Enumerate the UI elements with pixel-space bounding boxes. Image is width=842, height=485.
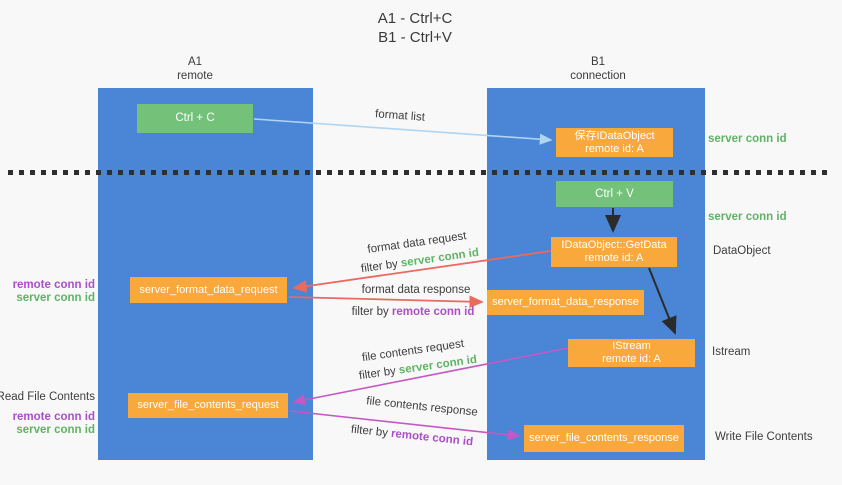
filter-by-remote-conn-id-label-2: filter by remote conn id [350, 424, 473, 449]
server-conn-id-annotation-top: server conn id [708, 133, 787, 145]
right-column-title: B1 [590, 56, 606, 68]
left-column-title: A1 [187, 56, 203, 68]
filter-by-text: filter by [358, 364, 400, 383]
server-file-contents-request-label: server_file_contents_request [137, 399, 279, 411]
ctrl-v-label: Ctrl + V [595, 187, 634, 200]
ctrl-c-label: Ctrl + C [175, 112, 215, 124]
istream-line1: IStream [612, 340, 651, 352]
filter-by-text: filter by [351, 306, 392, 318]
format-data-response-label: format data response [361, 284, 471, 296]
server-file-contents-response-label: server_file_contents_response [529, 432, 679, 444]
diagram-title: A1 - Ctrl+C B1 - Ctrl+V [315, 9, 515, 47]
format-data-response-arrow [288, 295, 484, 308]
ctrl-c-box: Ctrl + C [137, 104, 253, 133]
title-line-2: B1 - Ctrl+V [378, 29, 452, 46]
server-format-data-request-box: server_format_data_request [130, 277, 287, 303]
read-file-contents-annotation: Read File Contents [0, 391, 95, 403]
left-column-header: A1 remote [130, 55, 260, 83]
server-format-data-response-label: server_format_data_response [492, 296, 639, 308]
write-file-contents-annotation: Write File Contents [715, 431, 813, 443]
server-conn-id-annotation-left1: server conn id [16, 292, 95, 304]
right-column-subtitle: connection [570, 70, 626, 82]
server-format-data-response-box: server_format_data_response [487, 290, 644, 315]
remote-conn-id-text: remote conn id [391, 306, 475, 318]
server-conn-id-annotation-left2: server conn id [16, 424, 95, 436]
filter-by-remote-conn-id-label-1: filter by remote conn id [352, 306, 475, 318]
session-separator-line [8, 170, 829, 175]
istream-line2: remote id: A [602, 353, 661, 365]
istream-box: IStream remote id: A [568, 339, 695, 367]
save-idataobject-line1: 保存IDataObject [574, 129, 655, 142]
filter-by-text: filter by [360, 257, 402, 276]
remote-conn-id-annotation-left2: remote conn id [12, 411, 95, 423]
dataobject-annotation: DataObject [713, 245, 771, 257]
idataobject-getdata-line2: remote id: A [584, 252, 644, 264]
title-line-1: A1 - Ctrl+C [377, 10, 453, 27]
server-file-contents-request-box: server_file_contents_request [128, 393, 288, 418]
remote-conn-id-annotation-left1: remote conn id [12, 279, 95, 291]
idataobject-getdata-line1: IDataObject::GetData [561, 239, 667, 251]
file-contents-response-label: file contents response [365, 395, 479, 419]
server-conn-id-annotation-mid: server conn id [708, 211, 787, 223]
server-file-contents-response-box: server_file_contents_response [524, 425, 684, 452]
filter-by-text: filter by [350, 423, 392, 440]
remote-conn-id-text: remote conn id [390, 427, 474, 449]
left-column-subtitle: remote [177, 70, 213, 82]
right-column-header: B1 connection [533, 55, 663, 83]
istream-annotation: Istream [712, 346, 751, 358]
format-list-label: format list [374, 108, 426, 124]
save-idataobject-box: 保存IDataObject remote id: A [556, 128, 673, 157]
server-format-data-request-label: server_format_data_request [139, 283, 278, 296]
server-conn-id-text: server conn id [400, 246, 480, 270]
save-idataobject-line2: remote id: A [585, 142, 644, 155]
ctrl-v-box: Ctrl + V [556, 181, 673, 207]
idataobject-getdata-box: IDataObject::GetData remote id: A [551, 237, 677, 267]
